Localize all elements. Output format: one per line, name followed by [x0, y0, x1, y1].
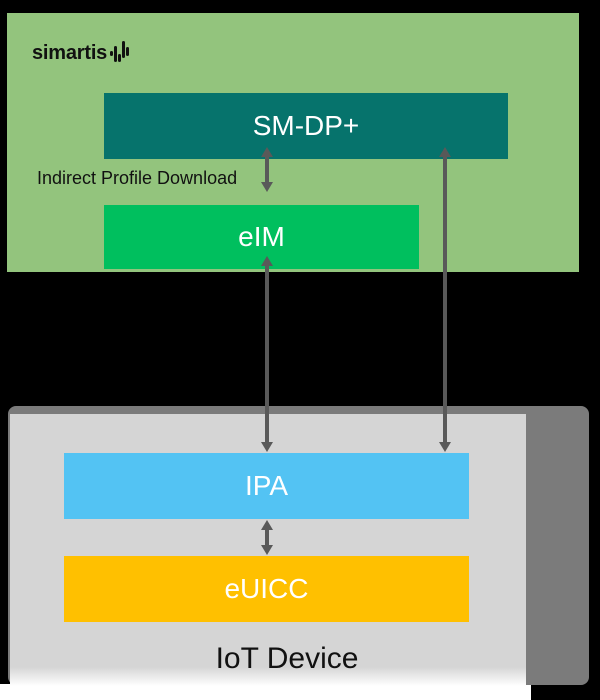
slide-background-strip	[0, 684, 531, 700]
simartis-logo: simartis	[32, 41, 130, 67]
arrow-eim-ipa-icon	[261, 256, 273, 452]
arrow-ipa-euicc-icon	[261, 520, 273, 555]
node-sm-dp-plus: SM-DP+	[104, 93, 508, 159]
node-euicc: eUICC	[64, 556, 469, 622]
node-ipa: IPA	[64, 453, 469, 519]
simartis-logo-text: simartis	[32, 42, 108, 64]
node-euicc-label: eUICC	[224, 573, 309, 604]
arrow-smdp-eim-icon	[261, 147, 273, 192]
operator-network-panel: simartis SM-DP+ Indirect Profile Downloa…	[7, 13, 579, 272]
indirect-profile-download-label: Indirect Profile Download	[37, 168, 238, 188]
node-ipa-label: IPA	[244, 470, 289, 501]
iot-device-label: IoT Device	[215, 642, 359, 675]
node-sm-dp-plus-label: SM-DP+	[252, 110, 360, 141]
simartis-logo-icon	[110, 41, 130, 67]
node-eim-label: eIM	[238, 221, 285, 252]
arrow-smdp-ipa-icon	[439, 147, 451, 452]
